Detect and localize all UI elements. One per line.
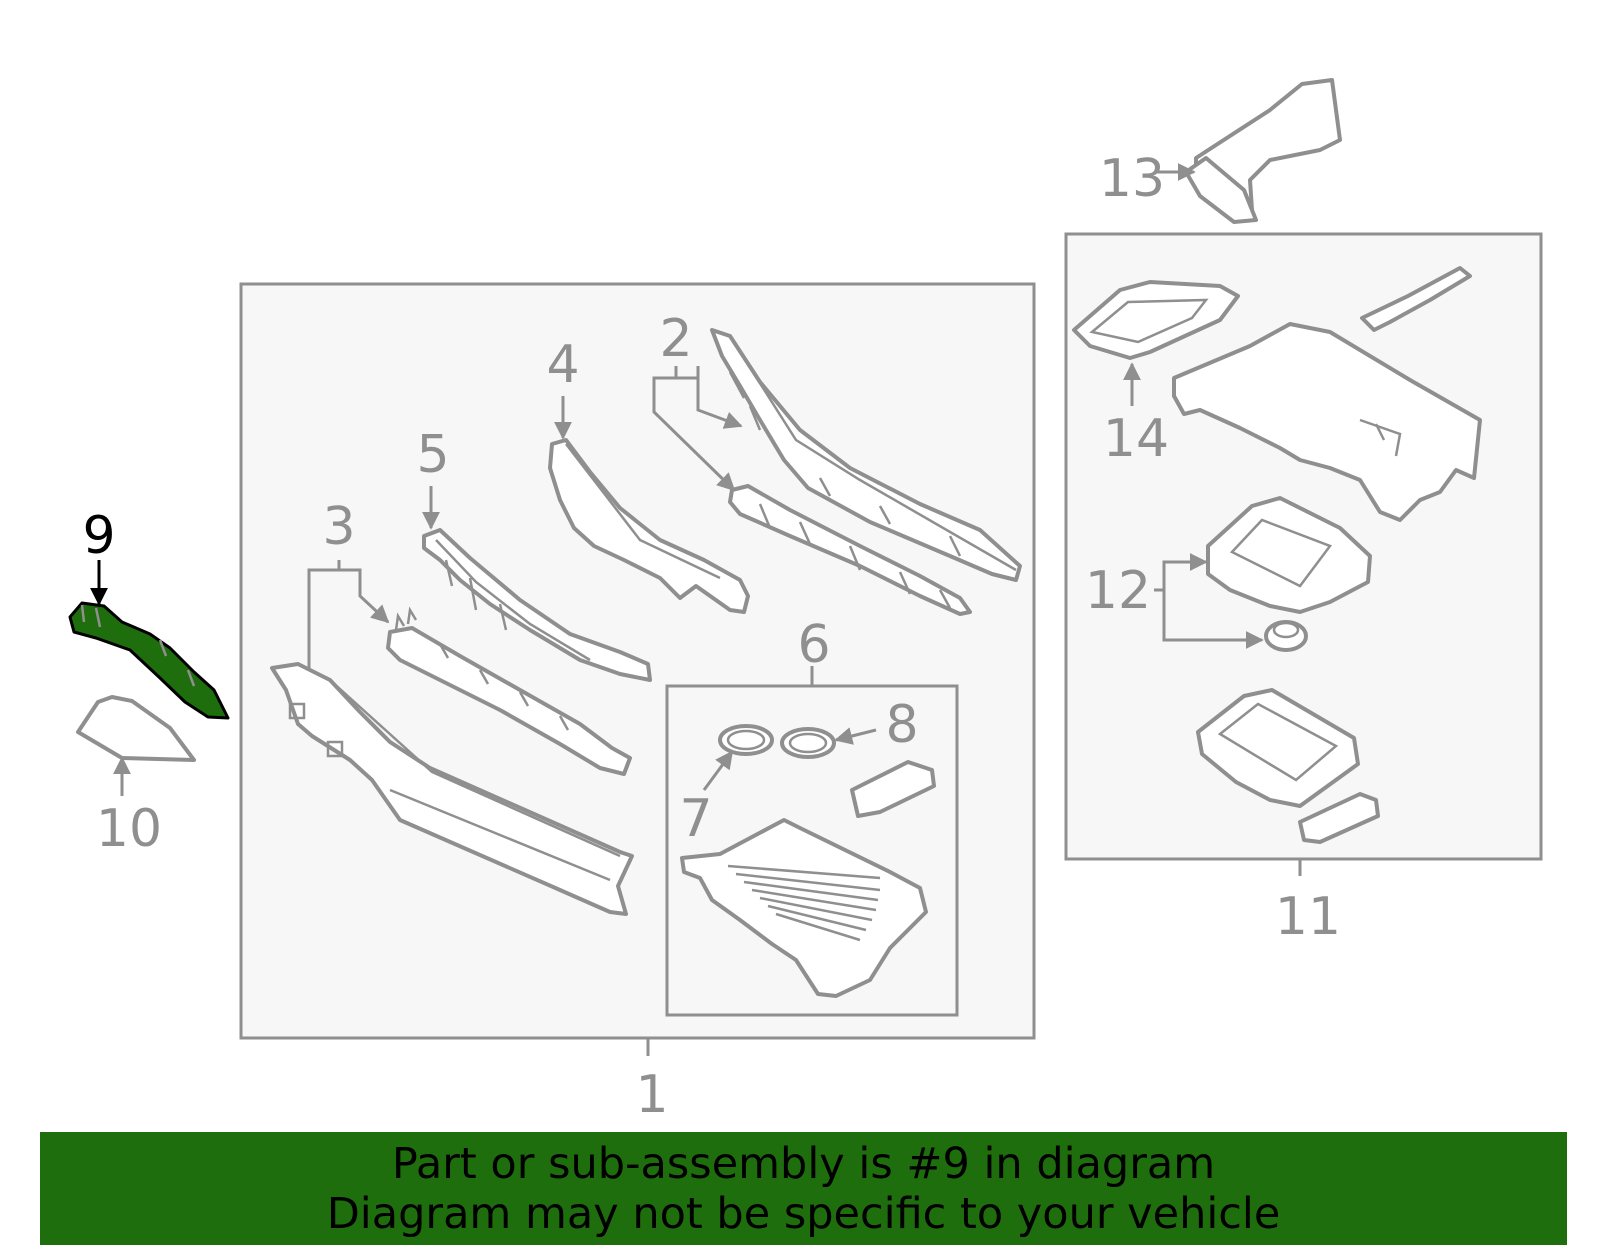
leader-12 — [1154, 553, 1208, 592]
callout-4: 4 — [546, 335, 579, 395]
callout-2: 2 — [659, 309, 692, 369]
part-2 — [710, 328, 1022, 582]
part-11-bracket — [1360, 266, 1472, 332]
part-2-bracket — [728, 484, 972, 616]
part-13 — [1184, 78, 1342, 224]
callout-8: 8 — [885, 695, 918, 755]
part-3 — [270, 662, 634, 916]
leader-8 — [834, 727, 877, 745]
part-4 — [548, 438, 750, 614]
info-banner: Part or sub-assembly is #9 in diagram Di… — [40, 1132, 1567, 1245]
part-6-clip — [850, 760, 936, 818]
leader-7 — [702, 750, 734, 791]
callout-6: 6 — [797, 615, 830, 675]
callout-14: 14 — [1103, 409, 1169, 469]
callout-10: 10 — [96, 799, 162, 859]
part-11 — [1172, 322, 1482, 522]
part-3-bracket — [386, 606, 632, 776]
part-10 — [76, 695, 196, 762]
callout-11: 11 — [1275, 887, 1341, 947]
part-9-highlighted[interactable] — [68, 601, 230, 720]
leader-3 — [307, 568, 390, 668]
callout-3: 3 — [322, 497, 355, 557]
leader-2 — [696, 378, 743, 429]
callout-13: 13 — [1099, 149, 1165, 209]
callout-7: 7 — [679, 789, 712, 849]
callout-5: 5 — [416, 425, 449, 485]
part-6 — [680, 818, 928, 998]
banner-line-1: Part or sub-assembly is #9 in diagram — [391, 1139, 1216, 1189]
callout-12: 12 — [1085, 561, 1151, 621]
part-12 — [1206, 496, 1372, 614]
callout-1: 1 — [635, 1065, 668, 1125]
part-5 — [422, 528, 652, 682]
part-14 — [1072, 280, 1240, 360]
callout-9: 9 — [82, 506, 115, 566]
part-11-frame — [1196, 688, 1380, 844]
banner-line-2: Diagram may not be specific to your vehi… — [326, 1189, 1281, 1239]
part-12-knob — [1264, 620, 1308, 652]
